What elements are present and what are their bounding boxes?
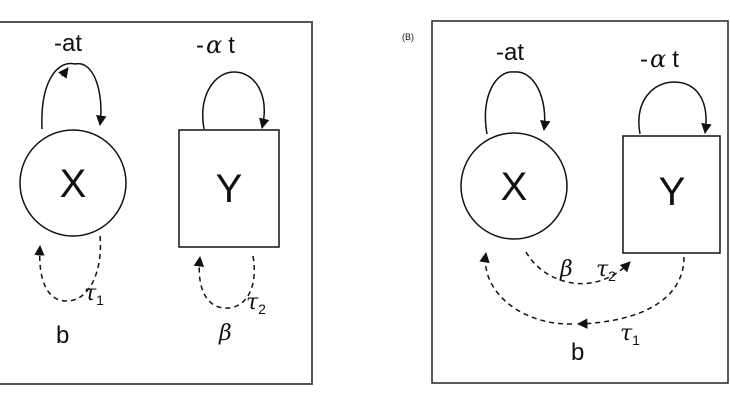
panel-b-node-x-label: X bbox=[501, 165, 528, 209]
panel-a-feedback-x-tau: τ1 bbox=[84, 281, 104, 308]
panel-b-self-loop-x bbox=[484, 71, 551, 135]
panel-a-node-x-label: X bbox=[60, 162, 87, 206]
panel-a-feedback-y bbox=[193, 255, 255, 309]
panel-b-cross-outer-tau-symbol: τ bbox=[620, 321, 633, 346]
panel-a-self-loop-y-suffix: t bbox=[228, 32, 235, 59]
panel-b-self-loop-y-prefix: - bbox=[640, 46, 648, 73]
panel-a-self-loop-x bbox=[41, 62, 107, 130]
panel-b-cross-inner-tau-sub: 2 bbox=[608, 268, 616, 284]
panel-a-self-loop-x-mid-arrow bbox=[58, 67, 69, 79]
panel-a-node-y bbox=[178, 129, 280, 248]
panel-a-feedback-y-tau-symbol: τ bbox=[246, 290, 259, 315]
panel-a-feedback-y-tau-sub: 2 bbox=[258, 301, 266, 317]
panel-b-cross-outer-tau-sub: 1 bbox=[632, 332, 640, 348]
panel-a-node-x bbox=[19, 129, 127, 237]
panel-b-cross-outer-tau: τ1 bbox=[620, 321, 640, 348]
panel-a-self-loop-x-label: -at bbox=[54, 30, 82, 57]
panel-a-feedback-x-b: b bbox=[56, 322, 69, 349]
panel-a-self-loop-y-greek: α bbox=[206, 31, 222, 59]
panel-a-feedback-x bbox=[34, 235, 102, 302]
panel-b-self-loop-y bbox=[638, 81, 712, 135]
panel-b-node-y-label: Y bbox=[659, 170, 686, 214]
panel-b-cross-inner-tau: τ2 bbox=[596, 257, 616, 284]
panel-b-cross-outer-tail bbox=[479, 251, 573, 325]
panel-a-self-loop-y-prefix: - bbox=[196, 32, 204, 59]
panel-a-feedback-y-beta: β bbox=[218, 321, 232, 346]
panel-a-self-loop-y bbox=[202, 71, 270, 130]
panel-b-tag: (B) bbox=[402, 32, 414, 42]
panel-b-node-x bbox=[460, 132, 568, 240]
panel-b-frame bbox=[431, 20, 729, 384]
panel-a-feedback-x-tau-sub: 1 bbox=[96, 292, 104, 308]
panel-b-cross-outer-b: b bbox=[571, 339, 584, 366]
panel-b-cross-inner bbox=[525, 251, 631, 285]
panel-b-self-loop-y-greek: α bbox=[650, 45, 666, 73]
panel-b-cross-inner-tau-symbol: τ bbox=[596, 257, 609, 282]
panel-a-feedback-y-tau: τ2 bbox=[246, 290, 266, 317]
panel-a-feedback-x-tau-symbol: τ bbox=[84, 281, 97, 306]
panel-b-self-loop-x-label: -at bbox=[496, 39, 524, 66]
panel-b-node-y bbox=[622, 135, 721, 254]
panel-b-cross-outer bbox=[576, 256, 685, 329]
panel-a-frame bbox=[0, 21, 313, 385]
panel-b-self-loop-y-suffix: t bbox=[672, 46, 679, 73]
panel-b-cross-inner-beta: β bbox=[559, 257, 573, 282]
panel-a-node-y-label: Y bbox=[216, 167, 243, 211]
